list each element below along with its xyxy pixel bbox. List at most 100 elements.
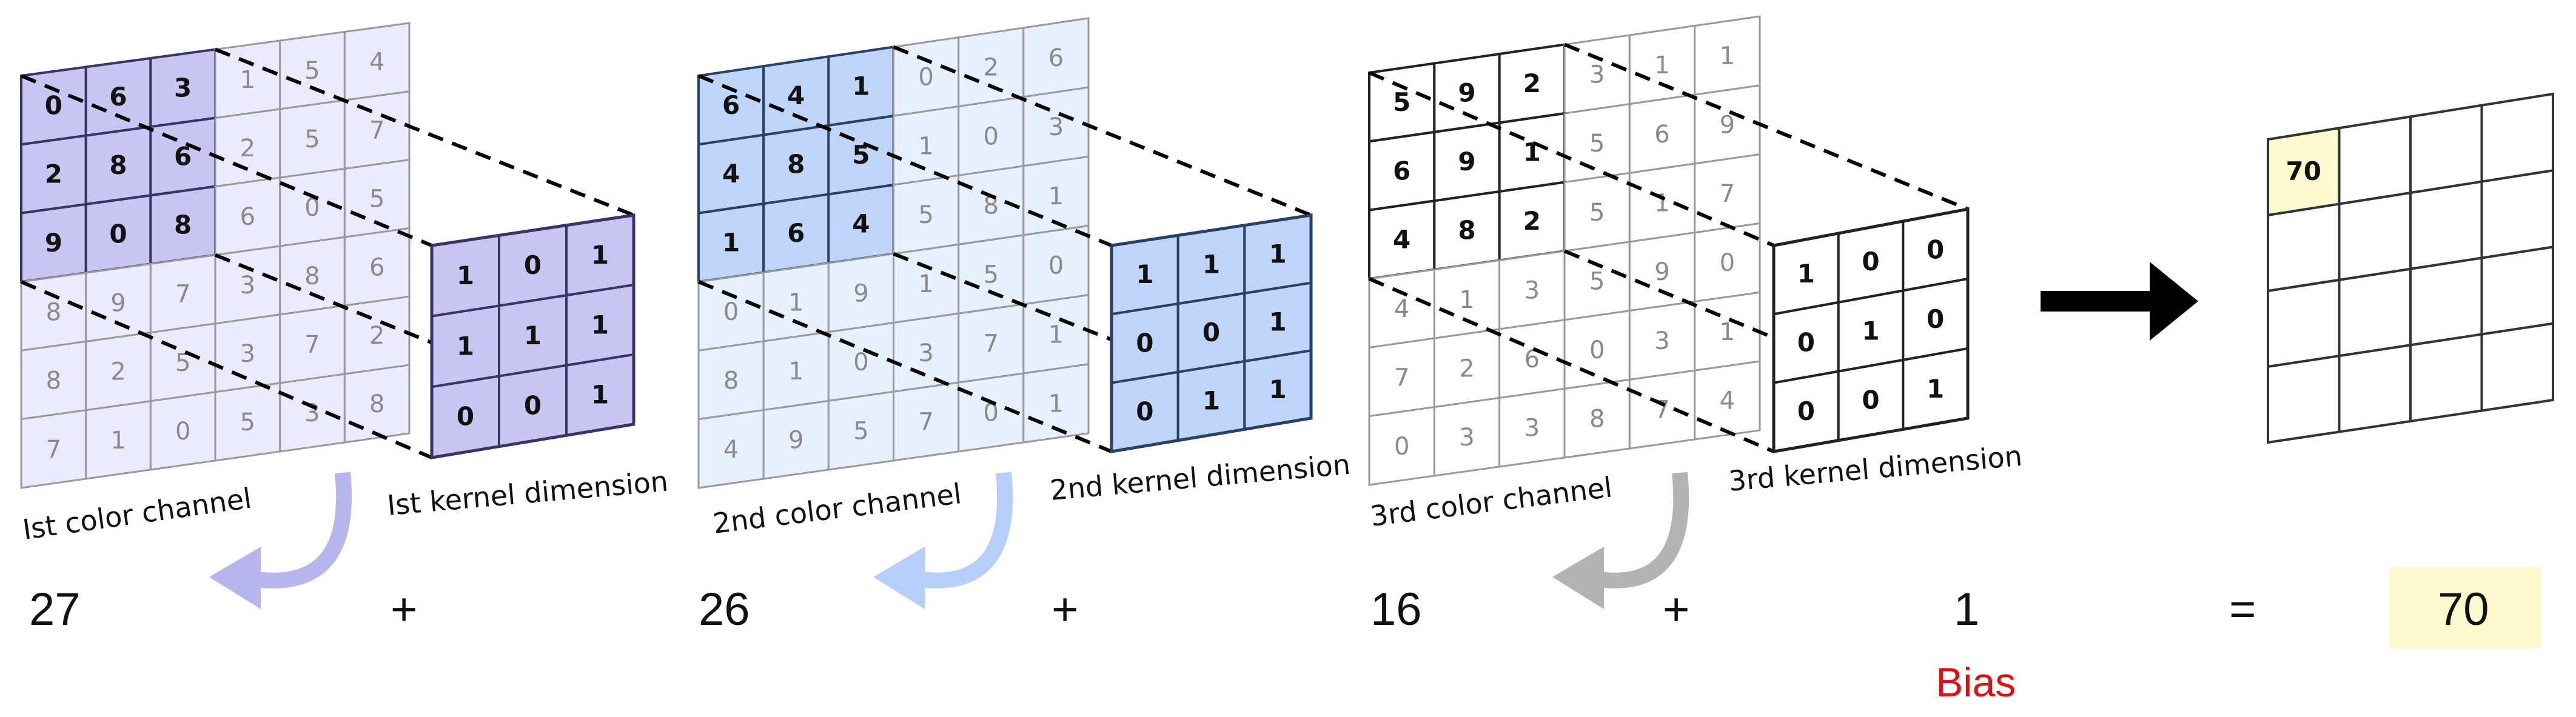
channel-1-cell-value: 5 — [369, 185, 384, 213]
kernel-3-cell-value: 1 — [1797, 259, 1815, 288]
channel-1-cell-value: 2 — [240, 135, 255, 162]
kernel-1-cell-value: 0 — [524, 391, 542, 421]
channel-2-cell-value: 1 — [788, 358, 803, 385]
channel-label: 2nd color channel — [711, 477, 964, 540]
channel-1-cell-value: 4 — [369, 48, 384, 76]
channel-3-cell-value: 4 — [1393, 225, 1410, 255]
channel-2-cell-value: 3 — [1048, 113, 1064, 141]
channel-2-cell-value: 1 — [918, 270, 933, 298]
channel-3-cell-value: 7 — [1394, 364, 1409, 392]
channel-2-cell-value: 1 — [918, 132, 933, 160]
channel-2-cell-value: 8 — [723, 367, 739, 395]
channel-2-cell-value: 4 — [852, 209, 870, 239]
kernel-2-cell-value: 0 — [1136, 328, 1153, 358]
channel-1-cell-value: 3 — [240, 340, 255, 368]
channel-1-cell-value: 0 — [45, 90, 62, 120]
channel-2-cell-value: 1 — [852, 71, 870, 101]
channel-3-cell-value: 1 — [1459, 286, 1474, 314]
channel-1-cell-value: 7 — [46, 436, 61, 464]
channel-2-cell-value: 5 — [853, 418, 868, 445]
channel-2-cell-value: 5 — [984, 261, 999, 289]
channel-3-cell — [1694, 360, 1761, 441]
channel-3-cell-value: 9 — [1654, 258, 1669, 286]
channel-3-cell-value: 3 — [1589, 61, 1605, 89]
output-cell — [2338, 191, 2412, 282]
channel-3-cell-value: 5 — [1589, 199, 1605, 227]
channel-2-cell-value: 7 — [984, 330, 999, 358]
kernel-2-cell-value: 1 — [1136, 259, 1153, 289]
channel-3-cell-value: 9 — [1458, 78, 1475, 107]
projection-line — [20, 280, 433, 459]
kernel-3-cell-value: 0 — [1862, 247, 1879, 276]
channel-1-cell-value: 6 — [240, 203, 255, 231]
partial-sum-2: 26 — [699, 584, 750, 635]
output-cell — [2480, 168, 2554, 259]
kernel-2-cell-value: 1 — [1269, 239, 1287, 268]
channel-2-cell-value: 6 — [722, 90, 740, 120]
kernel-2-cell-value: 1 — [1202, 249, 1220, 279]
kernel-2-cell-value: 1 — [1202, 385, 1220, 415]
partial-sum-3: 16 — [1370, 584, 1422, 635]
channel-3-cell-value: 1 — [1720, 318, 1735, 346]
channel-label: Ist color channel — [21, 482, 253, 546]
channel-3-cell-value: 8 — [1458, 215, 1475, 245]
output-cell — [2267, 202, 2341, 293]
projection-line — [697, 280, 1113, 453]
channel-2-cell-value: 8 — [787, 150, 805, 179]
channel-3-cell-value: 7 — [1720, 180, 1735, 208]
kernel-1-cell-value: 1 — [591, 310, 609, 339]
equals-sign: = — [2229, 584, 2256, 635]
channel-2-cell-value: 3 — [918, 339, 933, 367]
channel-1-cell-value: 2 — [45, 159, 62, 189]
output-map: 70 — [2267, 92, 2554, 444]
plus-sign-1: + — [391, 584, 418, 635]
kernel-label: 2nd kernel dimension — [1048, 448, 1352, 507]
channel-1-cell-value: 3 — [240, 272, 255, 299]
kernel-1-cell-value: 0 — [457, 402, 474, 432]
channel-3-cell-value: 3 — [1524, 277, 1540, 305]
kernel-3-cell-value: 1 — [1927, 374, 1944, 404]
channel-3-cell-value: 2 — [1523, 68, 1541, 98]
bias-value: 1 — [1954, 584, 1980, 635]
channel-3-cell-value: 0 — [1589, 336, 1605, 364]
curved-arrow-icon — [250, 472, 352, 589]
output-cell — [2409, 256, 2483, 347]
curved-arrow-head-icon — [1552, 547, 1604, 609]
kernel-1-cell-value: 1 — [591, 240, 609, 270]
kernel-border — [1110, 213, 1313, 453]
channel-2-cell-value: 4 — [722, 159, 740, 188]
curved-arrow-head-icon — [873, 547, 925, 609]
channel-1-cell-value: 5 — [240, 409, 255, 436]
kernel-1-cell-value: 1 — [457, 261, 474, 290]
output-cell — [2409, 104, 2483, 195]
channel-1-cell-value: 8 — [174, 210, 192, 240]
channel-1-cell-value: 0 — [109, 219, 127, 248]
kernel-border — [430, 213, 636, 459]
output-cell — [2409, 180, 2483, 271]
channel-1-cell-value: 7 — [304, 331, 320, 359]
kernel-2-cell-value: 1 — [1269, 307, 1287, 336]
channel-1-cell-value: 8 — [304, 262, 320, 290]
partial-sum-1: 27 — [29, 584, 81, 635]
right-arrow-icon — [2041, 291, 2156, 312]
kernel-1-cell-value: 1 — [457, 331, 474, 361]
channel-2-cell-value: 4 — [787, 81, 805, 110]
channel-1-cell-value: 3 — [174, 73, 192, 102]
output-first-value: 70 — [2286, 156, 2321, 186]
channel-2-cell-value: 1 — [788, 289, 803, 317]
channel-3-cell-value: 6 — [1654, 121, 1669, 148]
channel-3-cell-value: 4 — [1394, 295, 1409, 323]
channel-3-cell-value: 0 — [1720, 249, 1735, 277]
channel-3-cell-value: 5 — [1589, 130, 1605, 158]
kernel-1-cell-value: 1 — [524, 321, 542, 350]
channel-3-cell-value: 4 — [1720, 387, 1735, 415]
channel-2-cell-value: 1 — [1048, 390, 1064, 418]
channel-3-cell-value: 9 — [1720, 111, 1735, 139]
channel-2-cell-value: 1 — [1048, 182, 1064, 210]
channel-3-cell-value: 2 — [1459, 355, 1474, 382]
